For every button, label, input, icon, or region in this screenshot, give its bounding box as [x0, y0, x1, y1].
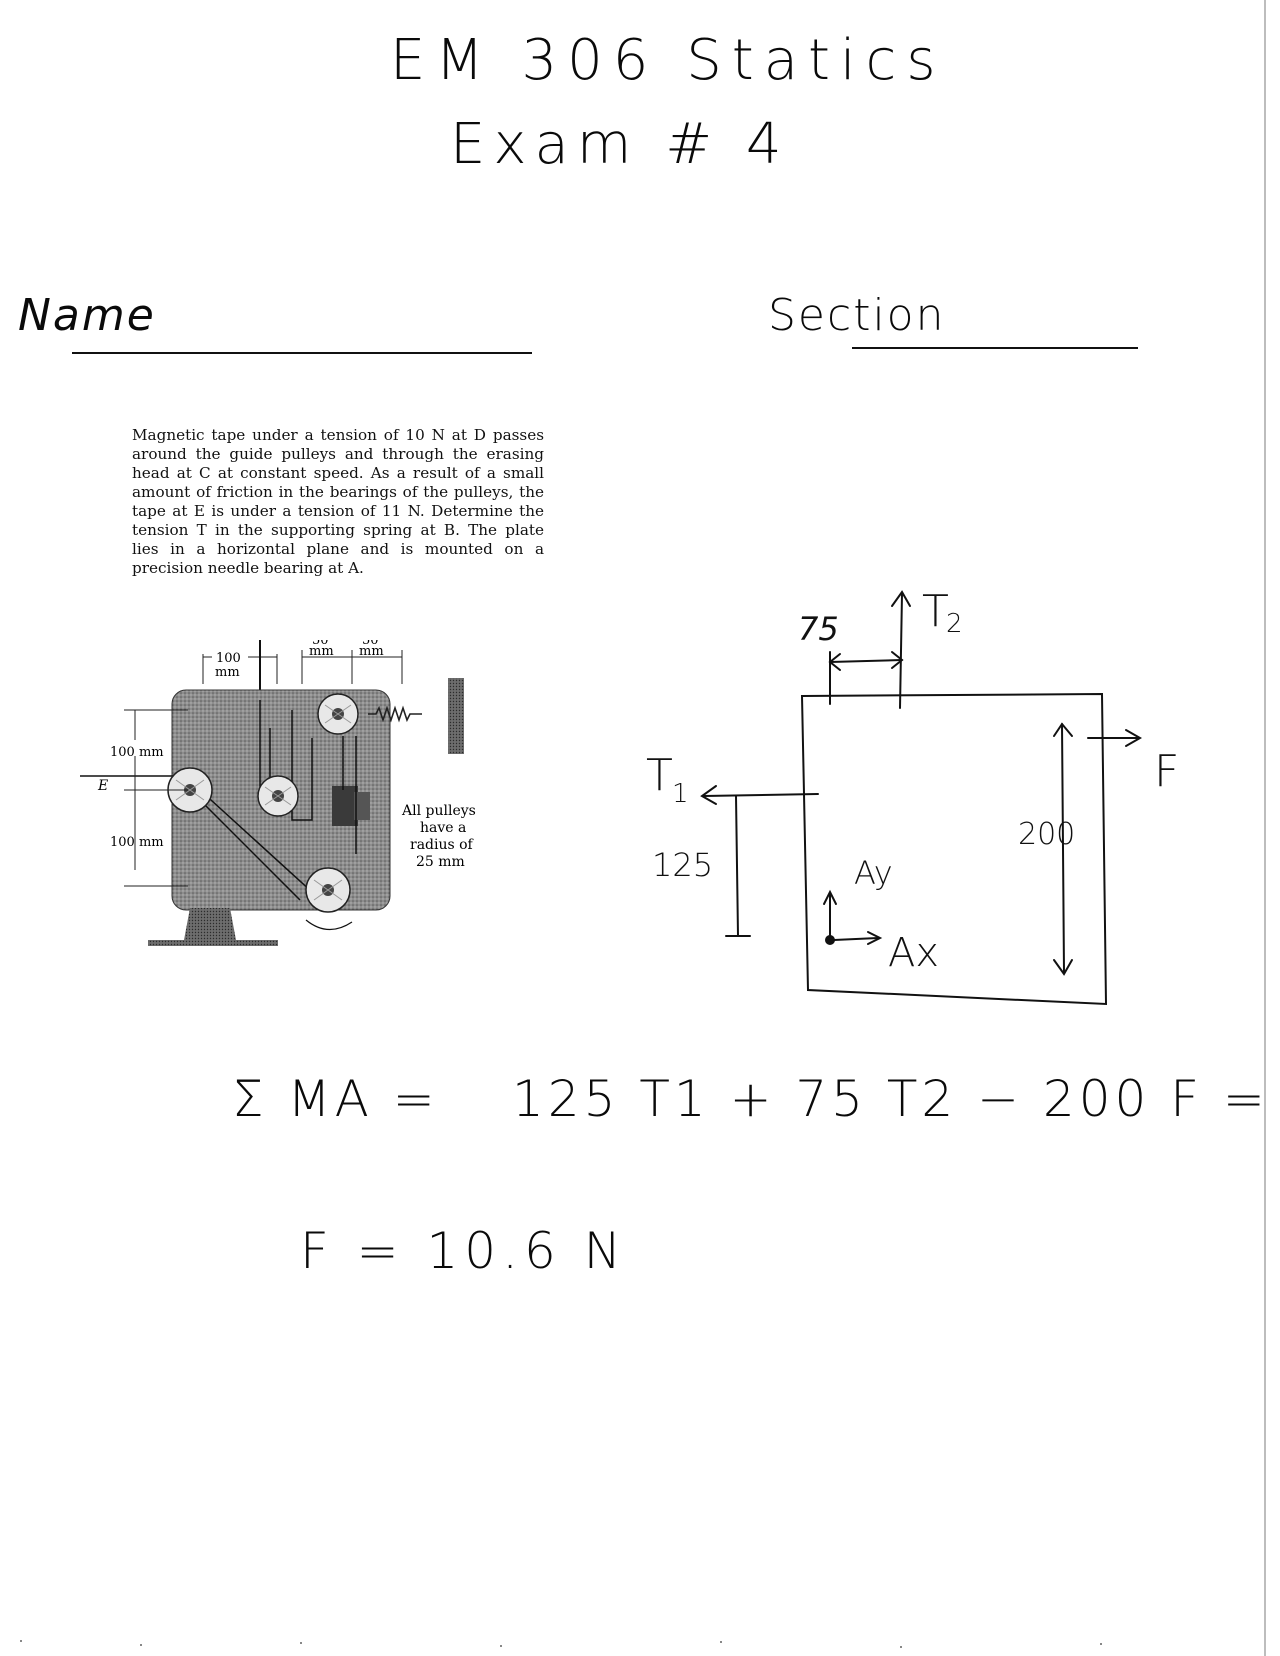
note-line1: All pulleys: [401, 803, 476, 819]
t1-label: T: [646, 750, 673, 801]
scan-speck: [500, 1645, 502, 1647]
scan-edge-line: [1264, 0, 1266, 1656]
t1-sub: 1: [672, 779, 689, 809]
pulley-bottom: [305, 867, 351, 913]
base: [184, 908, 236, 940]
t2-label: T: [922, 586, 949, 637]
exam-title-course: EM 306 Statics: [390, 28, 946, 93]
pulley-b: [317, 693, 359, 735]
free-body-diagram: T 2 75 T 1 125 200 F Ay Ax: [646, 586, 1179, 1006]
wall: [448, 678, 464, 754]
spring: [368, 705, 422, 723]
t2-arrow: [899, 593, 903, 709]
t2-sub: 2: [946, 609, 963, 639]
label-e: E: [97, 778, 108, 794]
scan-speck: [20, 1640, 22, 1642]
dim-200: 200: [1018, 817, 1075, 852]
pulleys: [167, 693, 359, 913]
dim-100-top: 100: [216, 651, 241, 666]
scan-speck: [140, 1644, 142, 1646]
dim-50-b-unit: mm: [359, 644, 384, 659]
scan-speck: [900, 1646, 902, 1648]
top-dimensions: [202, 650, 403, 684]
f-label: F: [1154, 746, 1179, 797]
dim-100-top-unit: mm: [215, 665, 240, 680]
name-label: Name: [18, 290, 156, 341]
dim-100mm-lower: 100 mm: [110, 835, 164, 850]
dim-125: 125: [652, 846, 713, 884]
scan-speck: [720, 1641, 722, 1643]
note-line2: have a: [420, 820, 466, 836]
name-field-line[interactable]: [72, 352, 532, 354]
moment-equation-lhs: Σ MA =: [232, 1070, 439, 1128]
dim-75: 75: [798, 610, 839, 648]
dim-50-a-unit: mm: [309, 644, 334, 659]
pulley-middle: [257, 775, 299, 817]
ay-label: Ay: [854, 854, 893, 892]
scan-speck: [1100, 1643, 1102, 1645]
dim-50-a: 50: [312, 640, 329, 648]
section-label: Section: [768, 290, 946, 341]
answer-result: F = 10.6 N: [300, 1222, 628, 1280]
problem-statement: Magnetic tape under a tension of 10 N at…: [132, 426, 544, 577]
ax-label: Ax: [888, 930, 939, 976]
rotation-arrow: [305, 919, 353, 931]
section-field-line[interactable]: [852, 347, 1138, 349]
t1-arrow: [703, 793, 819, 797]
erasing-head: [332, 786, 358, 826]
pulley-plate-figure: 100 mm 50 mm 50 mm D: [80, 640, 476, 946]
scan-speck: [300, 1642, 302, 1644]
dim-100mm-upper: 100 mm: [110, 745, 164, 760]
exam-title-number: Exam # 4: [450, 112, 790, 177]
dim-50-b: 50: [362, 640, 379, 648]
moment-equation-rhs: 125 T1 + 75 T2 − 200 F = 0: [512, 1070, 1280, 1128]
note-line4: 25 mm: [416, 854, 465, 870]
fbd-plate: [800, 692, 1108, 1006]
note-line3: radius of: [410, 837, 475, 853]
